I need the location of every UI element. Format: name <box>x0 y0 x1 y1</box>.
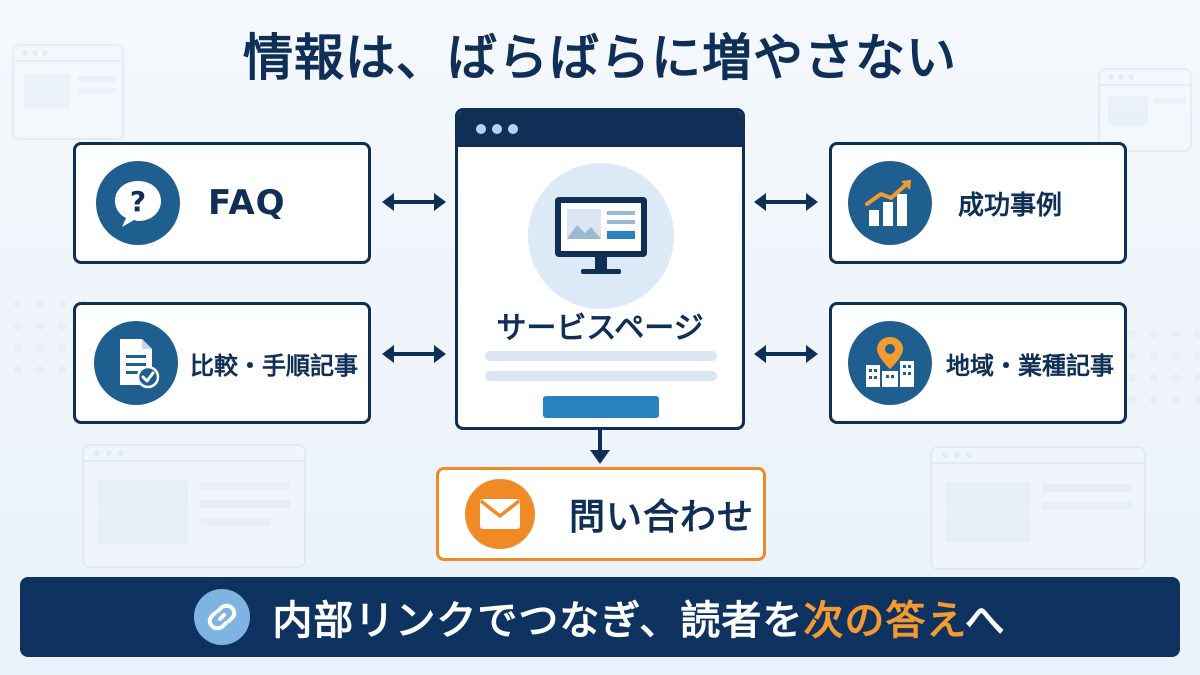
window-title-bar <box>458 111 742 147</box>
cta-button-placeholder <box>543 396 659 418</box>
contact-label: 問い合わせ <box>569 497 755 538</box>
background-dots-right <box>1128 330 1200 404</box>
background-window-bottom-right <box>930 446 1146 570</box>
arrow-service-cases <box>754 193 818 211</box>
bottom-banner: 内部リンクでつなぎ、読者を次の答えへ <box>20 577 1180 657</box>
arrow-compare-service <box>382 345 446 363</box>
background-window-top-left <box>12 44 124 140</box>
arrow-service-local <box>754 345 818 363</box>
monitor-icon <box>528 163 674 309</box>
banner-text: 内部リンクでつなぎ、読者を次の答えへ <box>272 588 1005 646</box>
banner-text-before: 内部リンクでつなぎ、読者を <box>272 598 804 644</box>
node-compare-guide: 比較・手順記事 <box>73 302 371 424</box>
content-line <box>485 371 717 381</box>
arrow-faq-service <box>382 193 446 211</box>
service-page-label: サービスページ <box>496 311 704 346</box>
node-contact: 問い合わせ <box>436 467 766 561</box>
mail-icon <box>465 479 535 549</box>
arrow-service-contact <box>590 430 610 464</box>
service-page-window: サービスページ <box>455 108 745 430</box>
background-window-bottom-left <box>82 444 306 568</box>
link-icon <box>194 589 251 645</box>
page-title: 情報は、ばらばらに増やさない <box>243 29 957 87</box>
growth-chart-icon <box>848 161 932 245</box>
node-faq: ? FAQ <box>73 142 371 264</box>
node-compare-label: 比較・手順記事 <box>190 351 358 380</box>
node-success-cases: 成功事例 <box>829 142 1127 264</box>
document-check-icon <box>94 321 178 405</box>
svg-text:?: ? <box>130 185 146 218</box>
question-bubble-icon: ? <box>96 161 180 245</box>
node-local-label: 地域・業種記事 <box>946 351 1114 380</box>
node-faq-label: FAQ <box>208 183 286 223</box>
node-local-industry: 地域・業種記事 <box>829 302 1127 424</box>
banner-text-accent: 次の答え <box>803 598 965 644</box>
banner-text-after: へ <box>964 598 1006 644</box>
node-cases-label: 成功事例 <box>958 190 1063 221</box>
content-line <box>485 351 717 361</box>
location-buildings-icon <box>848 321 932 405</box>
background-window-top-right <box>1098 68 1192 152</box>
